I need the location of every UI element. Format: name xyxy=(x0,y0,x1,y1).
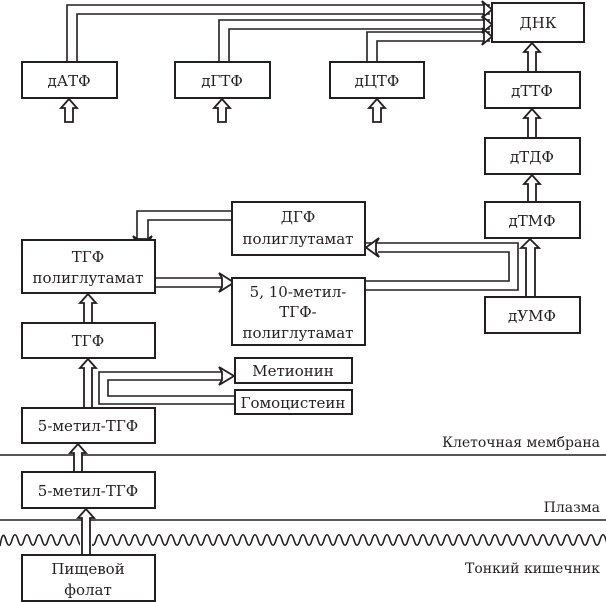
edge-dctp-dna xyxy=(366,31,490,62)
node-dgtp: дГТФ xyxy=(174,61,271,99)
node-thf-poly-label-line1: ТГФ xyxy=(72,248,104,266)
node-dhf-label-line1: ДГФ xyxy=(281,208,316,226)
node-5-methyl-thf-cell-label: 5-метил-ТГФ xyxy=(38,417,138,435)
node-dtdp: дТДФ xyxy=(484,137,581,175)
node-methylene-label-line1: 5, 10-метил- xyxy=(250,283,347,301)
edge-methyl-thf-thf xyxy=(77,357,99,409)
arrowhead-methylene-dhf xyxy=(364,237,380,258)
zone-label-plasma: Плазма xyxy=(544,500,600,516)
edge-thf-poly-methylene xyxy=(155,277,222,288)
node-dietary-folate: Пищевой фолат xyxy=(21,554,156,602)
edge-methylene-dhf xyxy=(365,242,519,291)
edge-plasma-to-cell xyxy=(67,442,89,473)
node-thf-label: ТГФ xyxy=(72,332,104,350)
node-thf-poly-label-line2: полиглутамат xyxy=(33,269,144,287)
node-methylene-label-line2: ТГФ- xyxy=(279,303,316,321)
node-dna: ДНК xyxy=(491,2,585,43)
input-arrow-datp xyxy=(58,97,80,123)
node-dietary-folate-label-line2: фолат xyxy=(64,581,112,599)
node-dgtp-label: дГТФ xyxy=(201,72,243,90)
arrowhead-dctp-dna xyxy=(481,27,494,46)
node-5-methyl-thf-cell: 5-метил-ТГФ xyxy=(21,407,156,444)
edge-datp-dna xyxy=(66,4,490,62)
node-dump: дУМФ xyxy=(484,296,581,334)
node-dietary-folate-label-line1: Пищевой xyxy=(51,560,124,578)
edge-thf-thf-poly xyxy=(77,292,99,324)
edge-dgtp-dna xyxy=(218,19,490,62)
node-methionine: Метионин xyxy=(234,357,353,384)
edge-dttp-dna xyxy=(521,41,543,73)
node-dctp: дЦТФ xyxy=(329,61,425,99)
node-thf-polyglutamate: ТГФ полиглутамат xyxy=(21,239,156,294)
intestine-villi-wave xyxy=(0,533,606,547)
node-dna-label: ДНК xyxy=(520,14,557,32)
node-homocysteine-label: Гомоцистеин xyxy=(241,394,346,412)
node-methylene-thf-polyglutamate: 5, 10-метил- ТГФ- полиглутамат xyxy=(231,277,366,346)
node-dhf-label-line2: полиглутамат xyxy=(243,230,354,248)
node-datp: дАТФ xyxy=(21,61,118,99)
node-dtmp: дТМФ xyxy=(484,201,581,239)
node-homocysteine: Гомоцистеин xyxy=(234,389,353,415)
node-methylene-label-line3: полиглутамат xyxy=(243,324,354,342)
node-dhf-polyglutamate: ДГФ полиглутамат xyxy=(231,201,366,256)
input-arrow-dctp xyxy=(366,97,388,123)
node-methionine-label: Метионин xyxy=(252,362,334,380)
edge-dtdp-dttp xyxy=(521,107,543,139)
arrowhead-datp-dna xyxy=(481,0,494,19)
node-thf: ТГФ xyxy=(21,322,156,359)
zone-label-small-intestine: Тонкий кишечник xyxy=(465,561,600,577)
zone-label-cell-membrane: Клеточная мембрана xyxy=(442,435,600,451)
edge-dhf-thf-poly xyxy=(136,210,232,240)
node-dctp-label: дЦТФ xyxy=(355,72,400,90)
edge-dump-dtmp xyxy=(518,237,542,298)
input-arrow-dgtp xyxy=(211,97,233,123)
edge-dietary-folate-plasma xyxy=(75,507,97,556)
node-5-methyl-thf-plasma: 5-метил-ТГФ xyxy=(21,471,156,509)
node-dump-label: дУМФ xyxy=(508,307,556,325)
node-dtdp-label: дТДФ xyxy=(510,148,554,166)
edge-homocysteine-methionine xyxy=(98,371,235,405)
node-dttp: дТТФ xyxy=(484,71,581,109)
arrowhead-homocysteine-methionine xyxy=(218,366,236,386)
node-datp-label: дАТФ xyxy=(47,72,90,90)
node-5-methyl-thf-plasma-label: 5-метил-ТГФ xyxy=(38,482,138,500)
node-dttp-label: дТТФ xyxy=(511,82,553,100)
node-dtmp-label: дТМФ xyxy=(508,212,555,230)
edge-dtmp-dtdp xyxy=(521,173,543,203)
